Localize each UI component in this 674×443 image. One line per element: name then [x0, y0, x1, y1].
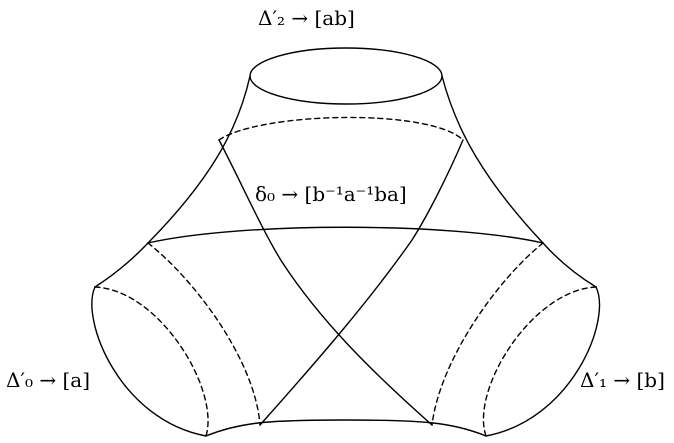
right-boundary-back — [482, 286, 597, 437]
top-cuff-back — [218, 116, 464, 141]
delta0-curve-strand-b — [259, 139, 464, 426]
left-boundary-back — [94, 286, 209, 437]
right-leg-upper-edge — [542, 242, 597, 288]
top-tube-right-side — [441, 75, 544, 244]
delta0-curve-strand-a — [218, 139, 433, 426]
left-leg-inner-dashed — [147, 242, 261, 426]
label-top-boundary: Δ′₂ → [ab] — [258, 6, 355, 30]
left-leg-upper-edge — [94, 242, 149, 288]
label-left-boundary: Δ′₀ → [a] — [6, 368, 91, 392]
left-boundary-front — [91, 286, 207, 437]
label-delta0-curve: δ₀ → [b⁻¹a⁻¹ba] — [255, 182, 407, 206]
top-tube-left-side — [147, 75, 251, 244]
label-right-boundary: Δ′₁ → [b] — [580, 368, 665, 392]
right-boundary-front — [485, 286, 601, 437]
right-leg-inner-dashed — [431, 242, 544, 426]
top-boundary-circle — [249, 47, 443, 105]
waist-front-curve — [147, 226, 544, 244]
bottom-crotch-curve — [205, 419, 487, 437]
